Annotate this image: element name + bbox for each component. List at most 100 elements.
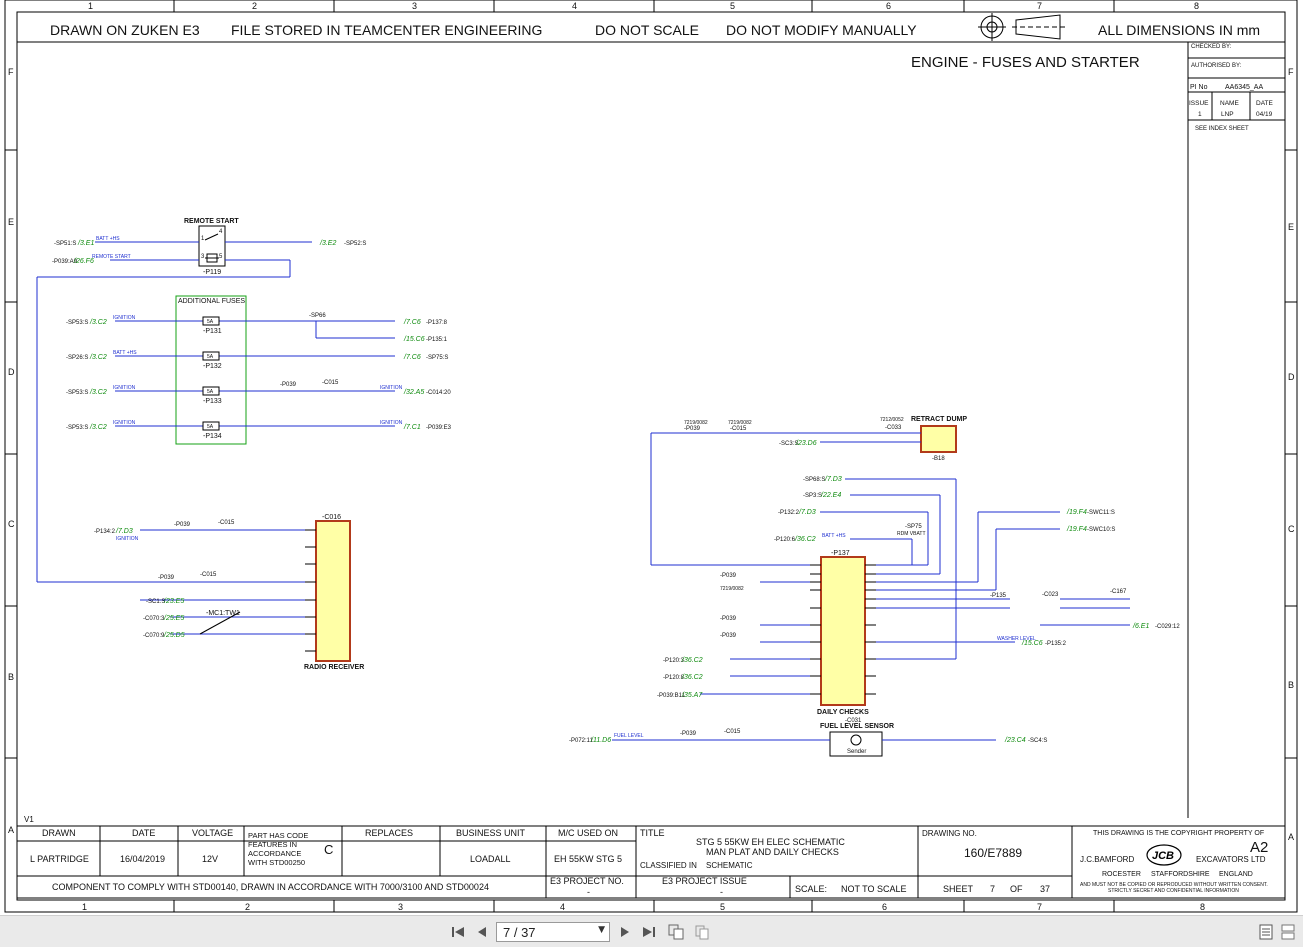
svg-text:/3.E2: /3.E2 (319, 240, 336, 247)
svg-text:FEATURES IN: FEATURES IN (248, 840, 297, 849)
svg-text:-P072:11: -P072:11 (569, 738, 594, 744)
svg-text:STRICTLY SECRET AND CONFIDENTI: STRICTLY SECRET AND CONFIDENTIAL INFORMA… (1108, 888, 1239, 894)
company-logo: JCB (1146, 844, 1182, 866)
page-selector[interactable]: 7 / 37 ▼ (496, 922, 610, 942)
svg-text:-SC4:S: -SC4:S (1028, 738, 1047, 744)
svg-text:-SC1:S: -SC1:S (146, 599, 165, 605)
svg-text:/25.E5: /25.E5 (163, 615, 184, 622)
svg-text:-C015: -C015 (724, 729, 741, 735)
svg-text:8: 8 (1200, 902, 1205, 912)
svg-text:IGNITION: IGNITION (113, 385, 136, 391)
svg-text:-P039: -P039 (158, 575, 175, 581)
svg-text:-P120:8: -P120:8 (663, 675, 685, 681)
svg-text:OF: OF (1010, 884, 1023, 894)
svg-text:C: C (8, 519, 15, 529)
svg-text:3: 3 (398, 902, 403, 912)
schematic-drawing: .f { stroke:#000; fill:none; stroke-widt… (4, 0, 1298, 913)
svg-text:SEE INDEX SHEET: SEE INDEX SHEET (1195, 126, 1249, 132)
svg-text:-P039:E3: -P039:E3 (426, 425, 452, 431)
svg-text:/23.E5: /23.E5 (163, 598, 184, 605)
svg-text:/23.C4: /23.C4 (1004, 737, 1026, 744)
svg-text:7: 7 (1037, 902, 1042, 912)
svg-text:7219/0082: 7219/0082 (720, 586, 744, 592)
svg-text:-P039: -P039 (174, 522, 191, 528)
svg-text:DRAWN: DRAWN (42, 828, 76, 838)
retract-dump-label: RETRACT DUMP (911, 416, 967, 423)
svg-text:EH 55KW STG 5: EH 55KW STG 5 (554, 854, 622, 864)
fuse-p134: 5A-P134 (202, 421, 222, 440)
svg-text:4: 4 (560, 902, 565, 912)
svg-text:-P131: -P131 (203, 328, 222, 335)
svg-text:-P039:A9: -P039:A9 (52, 259, 78, 265)
header-dimensions: ALL DIMENSIONS IN mm (1098, 22, 1260, 38)
first-page-icon[interactable] (448, 922, 468, 942)
svg-text:-P134: -P134 (203, 433, 222, 440)
fuse-p133: 5A-P133 (202, 386, 222, 405)
svg-text:STG 5 55KW EH ELEC SCHEMATIC: STG 5 55KW EH ELEC SCHEMATIC (696, 837, 845, 847)
svg-text:/3.E1: /3.E1 (77, 240, 94, 247)
gauge-icon (850, 734, 862, 746)
last-page-icon[interactable] (639, 922, 659, 942)
svg-text:-C070:3: -C070:3 (143, 616, 165, 622)
svg-text:BUSINESS UNIT: BUSINESS UNIT (456, 828, 526, 838)
copyright-block: THIS DRAWING IS THE COPYRIGHT PROPERTY O… (1080, 830, 1268, 894)
svg-text:/23.D6: /23.D6 (795, 440, 817, 447)
svg-text:-P132:2: -P132:2 (778, 510, 800, 516)
svg-text:2: 2 (252, 1, 257, 11)
svg-text:IGNITION: IGNITION (113, 420, 136, 426)
svg-text:1: 1 (82, 902, 87, 912)
copy-icon[interactable] (666, 922, 686, 942)
svg-text:7219/0082: 7219/0082 (728, 420, 752, 426)
svg-text:-P039: -P039 (280, 382, 297, 388)
svg-text:/3.C2: /3.C2 (89, 389, 107, 396)
svg-text:REMOTE START: REMOTE START (92, 254, 131, 260)
svg-text:/7.C6: /7.C6 (403, 319, 421, 326)
outer-frame (4, 0, 1298, 913)
svg-text:-SP3:S: -SP3:S (803, 493, 822, 499)
svg-text:STAFFORDSHIRE: STAFFORDSHIRE (1151, 871, 1210, 878)
continuous-view-icon[interactable] (1278, 922, 1298, 942)
svg-text:WASHER LEVEL: WASHER LEVEL (997, 636, 1036, 642)
header-file-stored: FILE STORED IN TEAMCENTER ENGINEERING (231, 22, 542, 38)
svg-text:-P039:B11: -P039:B11 (657, 693, 686, 699)
svg-text:D: D (8, 367, 15, 377)
svg-text:MAN PLAT AND DAILY CHECKS: MAN PLAT AND DAILY CHECKS (706, 847, 839, 857)
svg-text:/3.C2: /3.C2 (89, 354, 107, 361)
svg-text:/15.C6: /15.C6 (1021, 640, 1043, 647)
svg-text:-SC3:S: -SC3:S (779, 441, 798, 447)
svg-text:ROCESTER: ROCESTER (1102, 871, 1141, 878)
svg-text:/19.F4: /19.F4 (1066, 526, 1087, 533)
svg-text:/26.F6: /26.F6 (73, 258, 94, 265)
svg-text:/7.D3: /7.D3 (824, 476, 842, 483)
header-do-not-scale: DO NOT SCALE (595, 22, 699, 38)
pages-icon[interactable] (692, 922, 712, 942)
svg-text:E: E (8, 217, 14, 227)
svg-text:5: 5 (219, 254, 223, 260)
svg-text:TITLE: TITLE (640, 828, 665, 838)
svg-text:J.C.BAMFORD: J.C.BAMFORD (1080, 855, 1134, 864)
header-do-not-modify: DO NOT MODIFY MANUALLY (726, 22, 917, 38)
svg-text:6: 6 (882, 902, 887, 912)
svg-text:BATT +HS: BATT +HS (96, 236, 120, 242)
single-page-view-icon[interactable] (1256, 922, 1276, 942)
svg-text:/22.E4: /22.E4 (820, 492, 841, 499)
svg-text:12V: 12V (202, 854, 218, 864)
svg-text:/7.D3: /7.D3 (115, 528, 133, 535)
svg-text:7: 7 (990, 884, 995, 894)
svg-text:E3 PROJECT NO.: E3 PROJECT NO. (550, 876, 624, 886)
svg-text:/19.F4: /19.F4 (1066, 509, 1087, 516)
svg-text:/36.C2: /36.C2 (681, 657, 703, 664)
svg-text:SCALE:: SCALE: (795, 884, 827, 894)
svg-text:-: - (720, 887, 723, 897)
svg-text:37: 37 (1040, 884, 1050, 894)
svg-text:7219/0082: 7219/0082 (684, 420, 708, 426)
svg-text:M/C USED ON: M/C USED ON (558, 828, 618, 838)
svg-text:-SWC10:S: -SWC10:S (1087, 527, 1115, 533)
next-page-icon[interactable] (615, 922, 635, 942)
svg-text:AND MUST NOT BE COPIED OR REPR: AND MUST NOT BE COPIED OR REPRODUCED WIT… (1080, 882, 1268, 888)
prev-page-icon[interactable] (472, 922, 492, 942)
svg-text:PI No: PI No (1190, 84, 1208, 91)
svg-text:AA6345_AA: AA6345_AA (1225, 84, 1263, 91)
svg-text:C: C (1288, 524, 1295, 534)
